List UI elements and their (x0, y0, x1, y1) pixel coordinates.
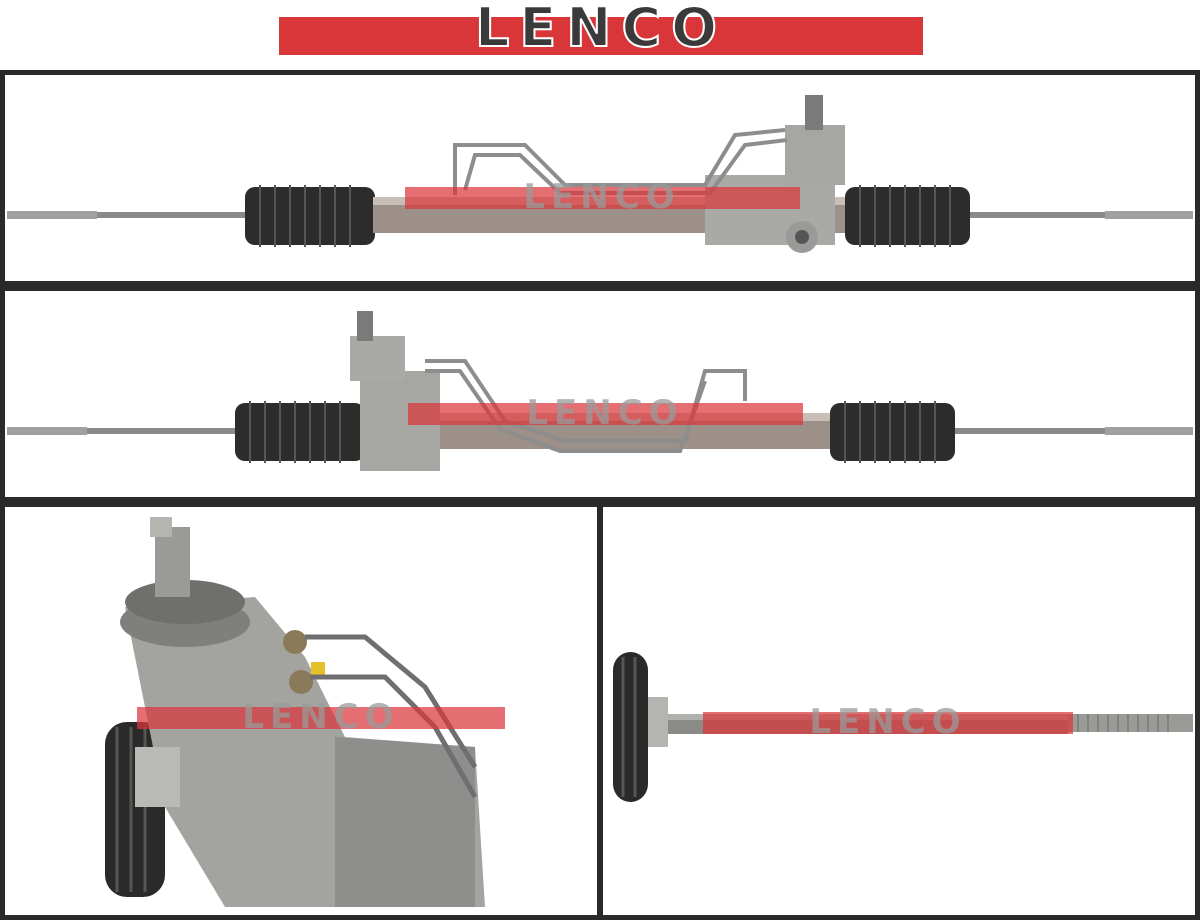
product-view-rear[interactable]: LENCO (0, 286, 1200, 502)
pinion-housing-closeup-icon: LENCO (105, 517, 505, 907)
watermark-text: LENCO (809, 702, 966, 742)
watermark-band (703, 712, 1073, 734)
watermark-band (405, 187, 800, 209)
brand-logo: LENCO (474, 0, 728, 59)
product-view-top[interactable]: LENCO (0, 70, 1200, 286)
tie-rod-closeup-icon: LENCO (613, 652, 1193, 802)
watermark-text: LENCO (526, 393, 683, 433)
steering-rack-rear-view-icon: LENCO (7, 311, 1193, 471)
product-view-tie-rod-closeup[interactable]: LENCO (598, 502, 1200, 920)
watermark-text: LENCO (242, 697, 399, 737)
product-view-pinion-closeup[interactable]: LENCO (0, 502, 602, 920)
watermark-band (137, 707, 505, 729)
steering-rack-front-view-icon: LENCO (7, 95, 1193, 253)
watermark-band (408, 403, 803, 425)
logo-band (279, 17, 923, 55)
watermark-text: LENCO (523, 177, 680, 217)
